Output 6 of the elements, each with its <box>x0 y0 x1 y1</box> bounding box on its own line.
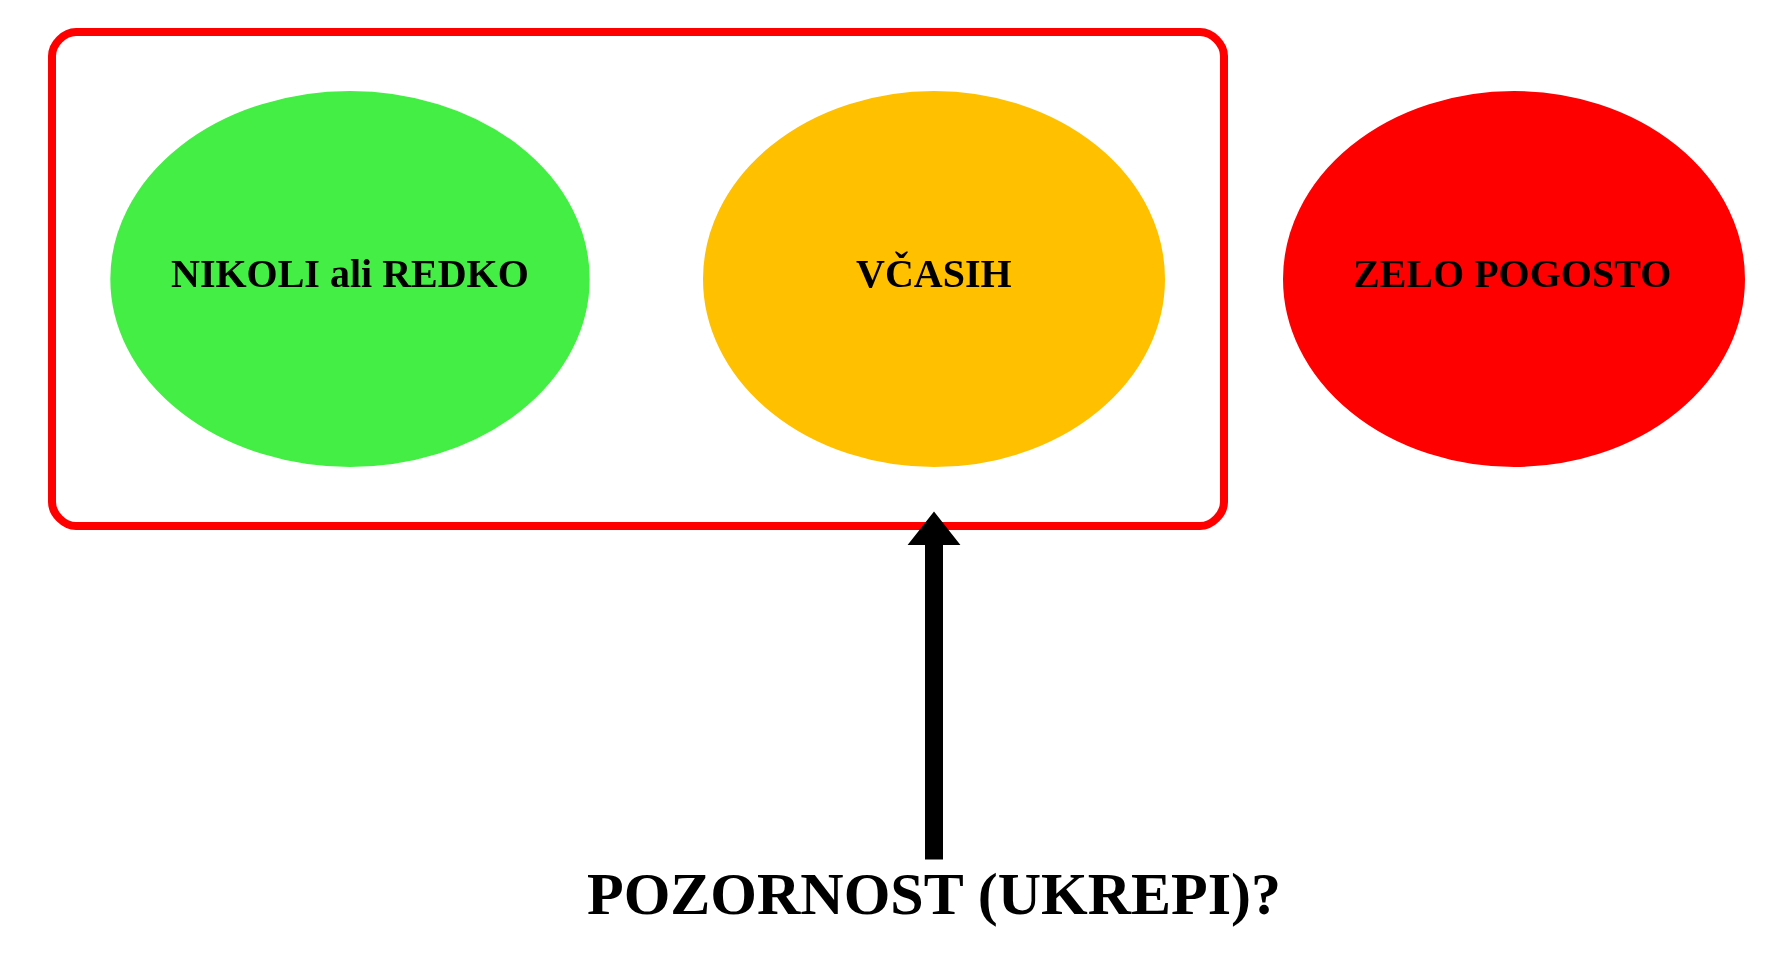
cluster <box>48 28 1228 530</box>
node-ellipse: VČASIH <box>703 91 1165 467</box>
arrow <box>907 511 961 860</box>
node-ellipse: ZELO POGOSTO <box>1283 91 1745 467</box>
node-ellipse: NIKOLI ali REDKO <box>110 91 590 467</box>
node-text: POZORNOST (UKREPI)? <box>587 861 1281 927</box>
